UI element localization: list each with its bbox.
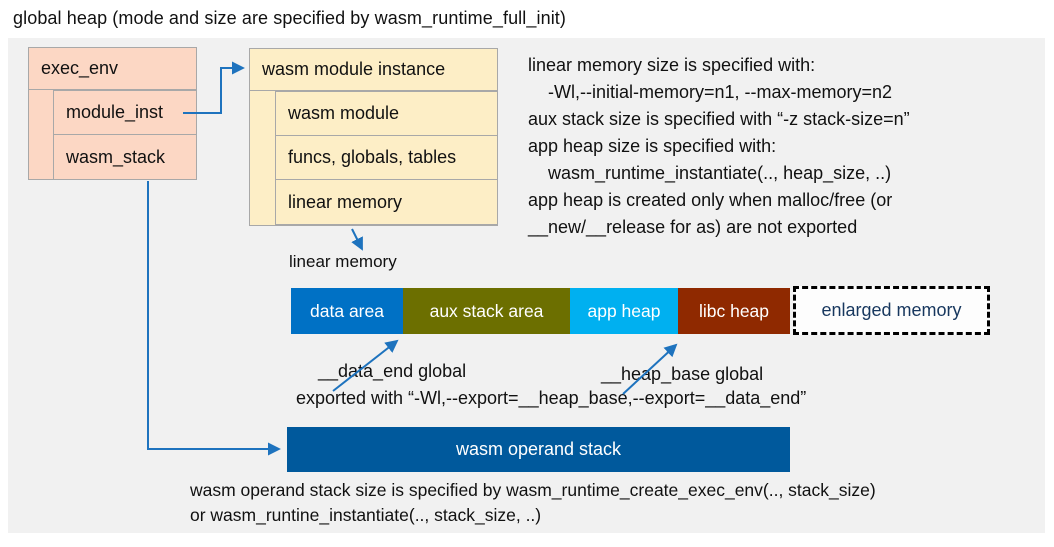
- exported-with-label: exported with “-Wl,--export=__heap_base,…: [296, 388, 807, 408]
- module-instance-header: wasm module instance: [249, 48, 498, 91]
- segment-libc-heap: libc heap: [678, 288, 790, 334]
- operand-stack-note-line1: wasm operand stack size is specified by …: [190, 480, 876, 500]
- segment-app-heap: app heap: [570, 288, 678, 334]
- segment-aux-stack-area: aux stack area: [403, 288, 570, 334]
- diagram-title: global heap (mode and size are specified…: [13, 8, 566, 28]
- linear-memory-label: linear memory: [289, 252, 397, 271]
- exec-env-header: exec_env: [28, 47, 197, 90]
- wasm-operand-stack-bar: wasm operand stack: [287, 427, 790, 472]
- memory-size-notes: linear memory size is specified with: -W…: [528, 52, 1044, 241]
- segment-data-area: data area: [291, 288, 403, 334]
- note-line: linear memory size is specified with:: [528, 55, 816, 75]
- note-line: aux stack size is specified with “-z sta…: [528, 109, 910, 129]
- operand-stack-note-line2: or wasm_runtine_instantiate(.., stack_si…: [190, 505, 542, 525]
- note-line: wasm_runtime_instantiate(.., heap_size, …: [548, 163, 892, 183]
- data-end-global-label: __data_end global: [318, 361, 467, 381]
- note-line: -Wl,--initial-memory=n1, --max-memory=n2: [548, 82, 893, 102]
- note-line: app heap size is specified with:: [528, 136, 777, 156]
- module-instance-row-funcs-globals-tables: funcs, globals, tables: [275, 135, 498, 180]
- note-line: __new/__release for as) are not exported: [528, 217, 858, 237]
- module-instance-row-wasm-module: wasm module: [275, 91, 498, 136]
- module-instance-row-linear-memory: linear memory: [275, 179, 498, 225]
- segment-enlarged-memory: enlarged memory: [793, 286, 990, 335]
- exec-env-row-module-inst: module_inst: [53, 90, 197, 135]
- exec-env-row-wasm-stack: wasm_stack: [53, 134, 197, 180]
- note-line: app heap is created only when malloc/fre…: [528, 190, 893, 210]
- heap-base-global-label: __heap_base global: [601, 364, 764, 384]
